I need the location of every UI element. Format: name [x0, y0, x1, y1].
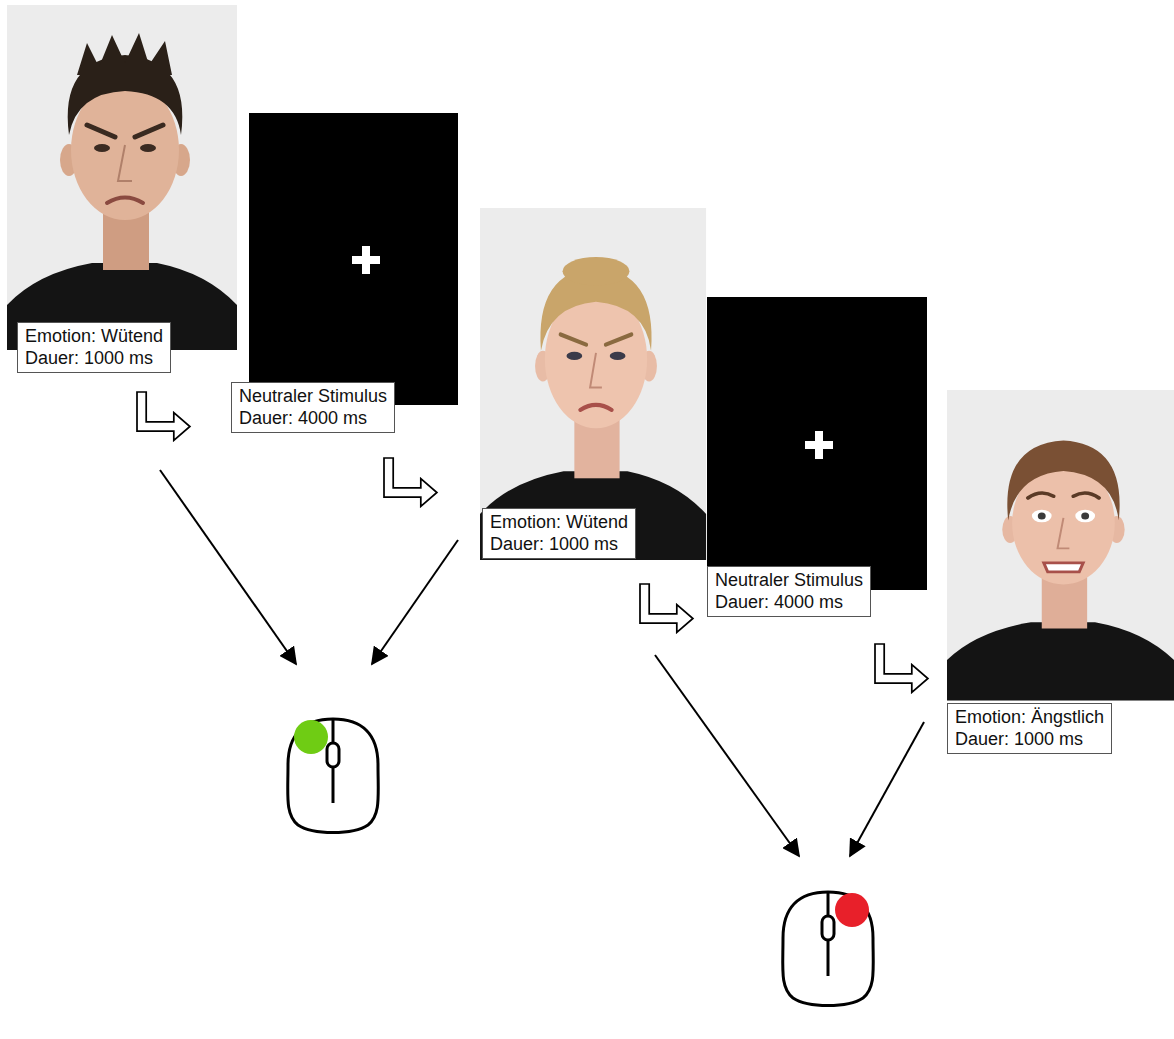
caption-line: Neutraler Stimulus: [239, 386, 387, 408]
fixation-panel: [249, 113, 458, 405]
caption-line: Dauer: 1000 ms: [490, 534, 628, 556]
caption-line: Dauer: 1000 ms: [25, 348, 163, 370]
caption-line: Emotion: Wütend: [490, 512, 628, 534]
face-photo: [480, 208, 706, 560]
caption-box: Neutraler StimulusDauer: 4000 ms: [231, 382, 395, 433]
sequence-arrow: [137, 392, 928, 692]
caption-line: Emotion: Ängstlich: [955, 707, 1104, 729]
fixation-panel: [707, 297, 927, 590]
mouse-icon: [288, 719, 379, 833]
caption-line: Dauer: 4000 ms: [239, 408, 387, 430]
caption-line: Emotion: Wütend: [25, 326, 163, 348]
caption-line: Neutraler Stimulus: [715, 570, 863, 592]
caption-box: Emotion: WütendDauer: 1000 ms: [17, 322, 171, 373]
mouse-icon: [783, 892, 874, 1006]
leader-arrow: [160, 470, 924, 856]
face-photo: [947, 390, 1174, 701]
caption-box: Emotion: ÄngstlichDauer: 1000 ms: [947, 703, 1112, 754]
caption-box: Emotion: WütendDauer: 1000 ms: [482, 508, 636, 559]
caption-box: Neutraler StimulusDauer: 4000 ms: [707, 566, 871, 617]
face-photo: [7, 5, 237, 350]
caption-line: Dauer: 1000 ms: [955, 729, 1104, 751]
caption-line: Dauer: 4000 ms: [715, 592, 863, 614]
